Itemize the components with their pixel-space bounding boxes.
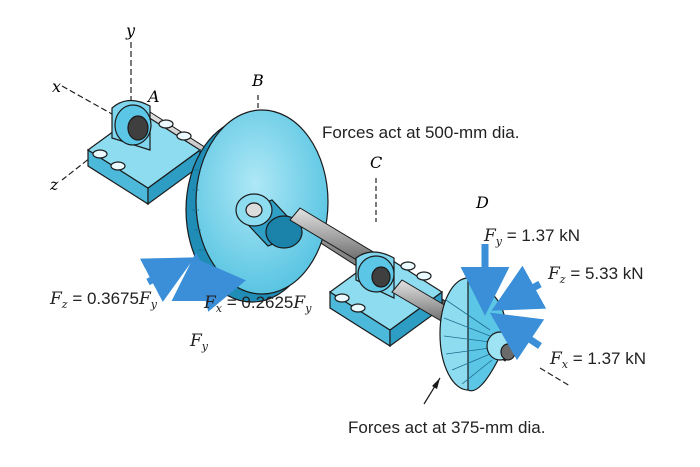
note-500mm: Forces act at 500-mm dia.: [322, 123, 519, 142]
label-fz-d: Fz = 5.33 kN: [547, 264, 644, 286]
leader-lines: [423, 377, 441, 405]
force-arrows: [139, 244, 547, 361]
bearing-a: [86, 99, 202, 206]
axis-label-z: z: [49, 175, 59, 194]
label-fy-b: Fy: [189, 331, 209, 353]
arrow-fx-d: [489, 312, 545, 361]
shaft-axis-end: [539, 367, 571, 387]
bevel-gear-d: [439, 277, 516, 392]
point-label-c: C: [370, 153, 382, 172]
point-label-d: D: [475, 193, 489, 212]
point-label-b: B: [251, 71, 264, 90]
label-fx-d: Fx = 1.37 kN: [549, 349, 646, 371]
arrow-fx-b: [195, 258, 246, 312]
axis-label-y: y: [125, 21, 136, 40]
label-fy-d: Fy = 1.37 kN: [483, 226, 580, 248]
label-fz-b: Fz = 0.3675Fy: [49, 289, 158, 311]
arrow-fz-b: [139, 257, 195, 302]
arrow-fz-d: [491, 265, 547, 311]
note-375mm: Forces act at 375-mm dia.: [348, 418, 545, 437]
point-label-a: A: [146, 87, 160, 106]
axis-label-x: x: [52, 77, 61, 96]
label-fx-b: Fx = 0.2625Fy: [203, 293, 312, 315]
